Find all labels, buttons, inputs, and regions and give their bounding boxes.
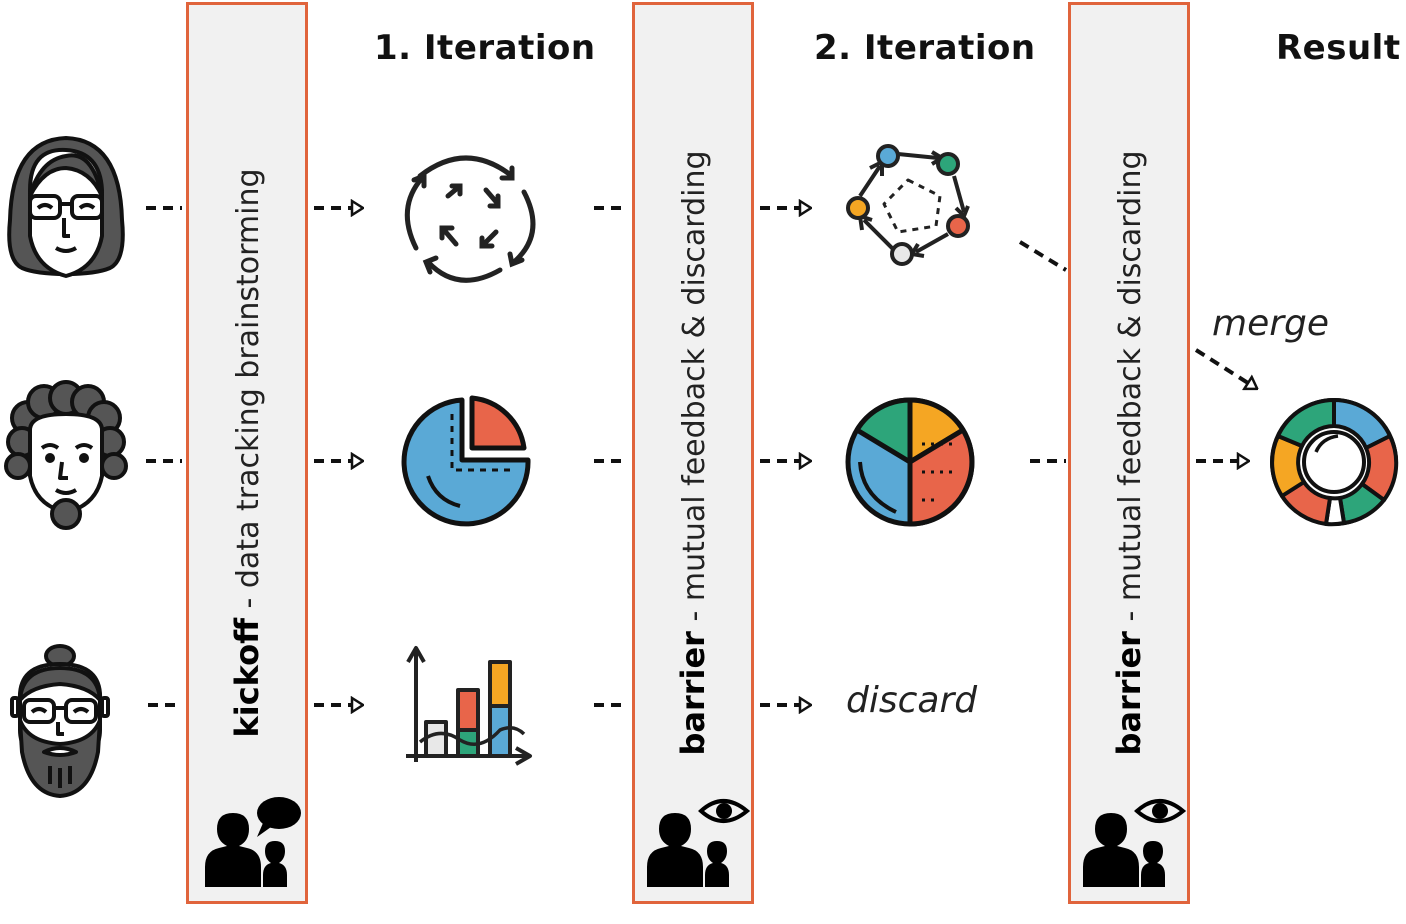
stacked-bar-chart-icon: [406, 646, 532, 766]
donut-chart-icon: [1270, 398, 1399, 527]
bearded-man-glasses-avatar: [10, 644, 110, 798]
barrier2-phase-bar: barrier - mutual feedback & discarding: [1068, 2, 1190, 904]
connector-line: [1018, 240, 1068, 272]
iteration1-title: 1. Iteration: [374, 28, 596, 68]
people-watching-icon: [1083, 799, 1187, 887]
woman-glasses-avatar: [7, 136, 125, 278]
merge-arrow: [1194, 348, 1248, 383]
pie-chart-icon: [401, 395, 531, 527]
people-talking-icon: [205, 797, 301, 887]
iteration2-title: 2. Iteration: [814, 28, 1036, 68]
kickoff-phase-bar: kickoff - data tracking brainstorming: [186, 2, 308, 904]
cycle-arrows-icon: [404, 155, 536, 283]
discard-label: discard: [846, 680, 978, 721]
pie-chart-icon: [845, 397, 975, 527]
people-watching-icon: [647, 799, 751, 887]
merge-label: merge: [1212, 303, 1330, 344]
result-title: Result: [1276, 28, 1401, 68]
barrier1-phase-bar: barrier - mutual feedback & discarding: [632, 2, 754, 904]
connector-arrows: [146, 208, 1248, 705]
curly-hair-man-avatar: [4, 380, 128, 530]
network-cycle-icon: [846, 144, 970, 266]
